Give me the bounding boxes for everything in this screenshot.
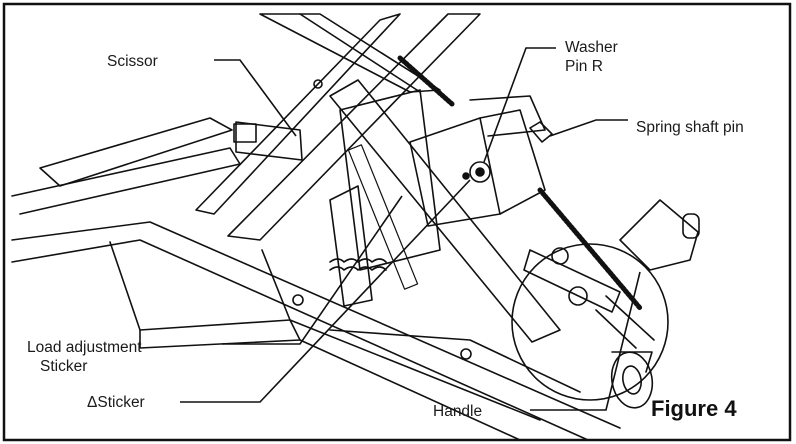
spring-shaft-pin xyxy=(529,121,553,143)
lift-table-drawing xyxy=(11,13,700,441)
threaded-rod xyxy=(397,55,455,107)
leader-washer xyxy=(483,47,556,163)
label-scissor: Scissor xyxy=(107,53,158,70)
label-pin-r: Pin R xyxy=(565,58,603,75)
leader-scissor xyxy=(214,59,297,137)
label-load-adjustment: Load adjustment xyxy=(27,339,142,356)
scissor-arm-left xyxy=(227,13,481,241)
handle-bracket xyxy=(619,199,699,271)
label-delta-sticker: ΔSticker xyxy=(87,394,145,411)
label-washer: Washer xyxy=(565,39,618,56)
leader-handle xyxy=(530,271,641,411)
label-handle: Handle xyxy=(433,403,483,420)
label-spring-shaft-pin: Spring shaft pin xyxy=(636,119,744,136)
leader-load-adjustment xyxy=(222,195,403,345)
figure-label: Figure 4 xyxy=(651,396,737,421)
scissor-arm-right xyxy=(329,79,561,343)
leader-spring-shaft-pin xyxy=(549,119,628,137)
detail-magnifier xyxy=(511,243,669,401)
washer xyxy=(469,161,491,183)
upper-scissor-arm xyxy=(259,13,441,93)
leader-delta-sticker xyxy=(180,179,471,403)
base-frame xyxy=(39,117,233,187)
side-plate xyxy=(329,185,373,307)
compression-spring xyxy=(329,258,387,271)
label-sticker: Sticker xyxy=(40,358,88,375)
bolt xyxy=(313,79,323,89)
leader-lines xyxy=(180,47,641,411)
caster-wheel xyxy=(610,351,654,409)
